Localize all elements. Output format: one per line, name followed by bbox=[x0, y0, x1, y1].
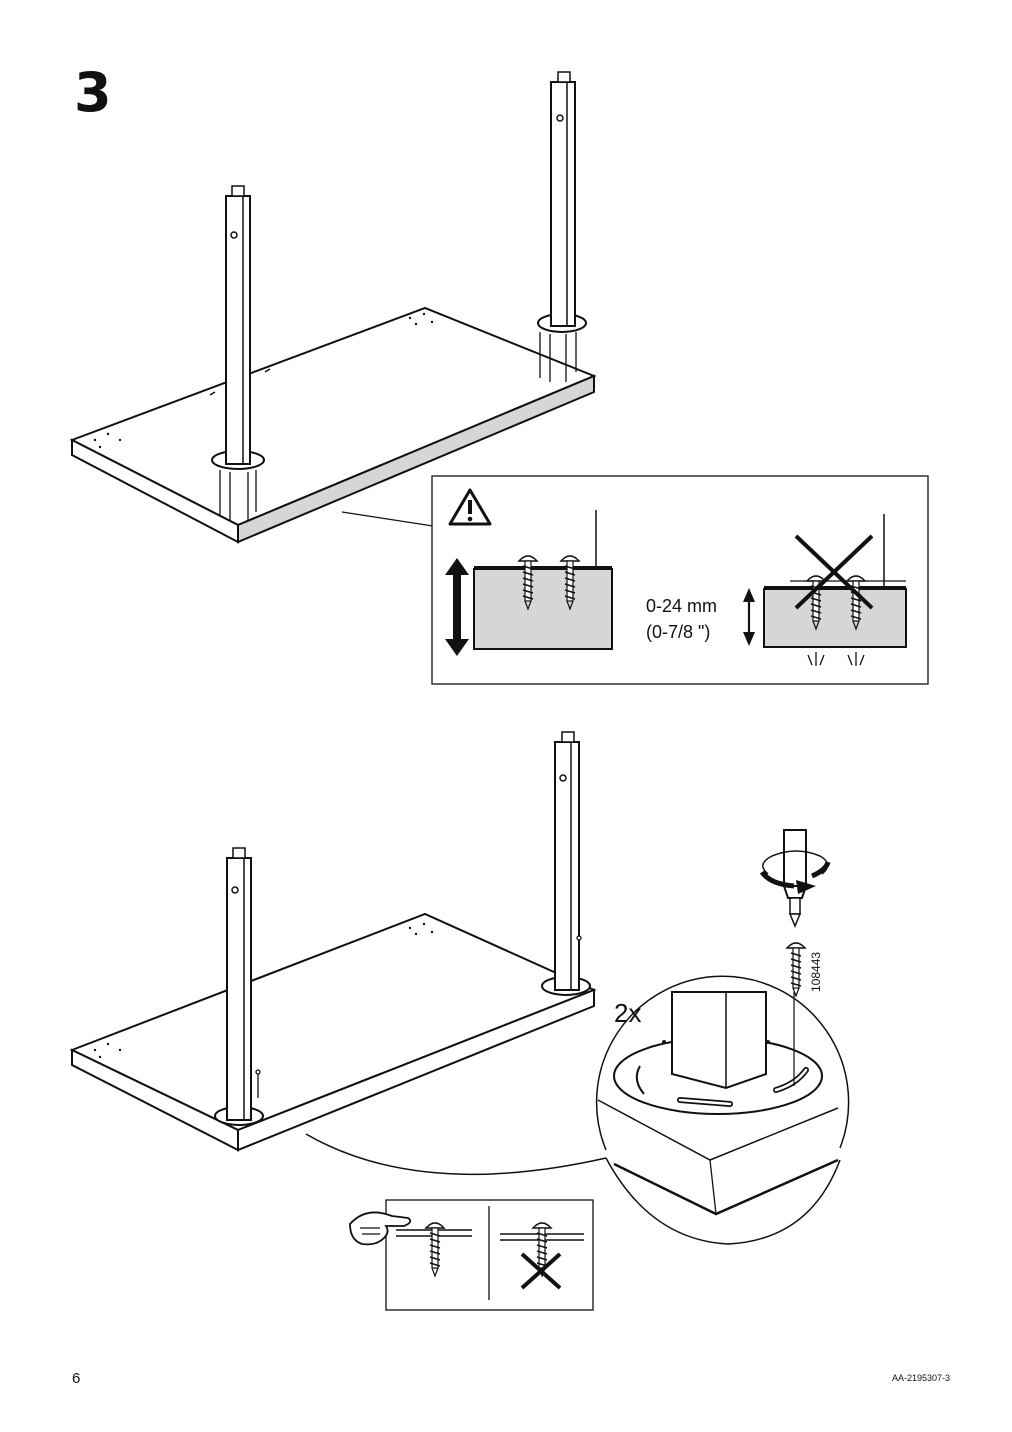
tabletop-bottom-scene bbox=[69, 731, 607, 1176]
flush-screw-correct bbox=[349, 1211, 472, 1277]
double-arrow-icon bbox=[743, 588, 755, 646]
depth-range-mm: 0-24 mm bbox=[646, 596, 717, 616]
double-arrow-icon bbox=[445, 558, 469, 656]
depth-range-inch: (0-7/8 ") bbox=[646, 622, 710, 642]
tabletop-top-scene bbox=[69, 71, 597, 552]
warning-triangle-icon bbox=[448, 488, 492, 526]
page-number: 6 bbox=[72, 1370, 81, 1387]
correct-depth-diagram bbox=[445, 510, 613, 656]
cross-mark-icon bbox=[520, 1252, 562, 1290]
document-code: AA-2195307-3 bbox=[891, 1373, 950, 1383]
table-leg-left bbox=[214, 847, 264, 1126]
screwdriver-icon bbox=[782, 829, 808, 928]
screw-quantity: 2x bbox=[614, 998, 641, 1028]
screw-icon bbox=[786, 942, 806, 997]
table-leg-right bbox=[541, 731, 591, 996]
table-leg-left bbox=[211, 185, 265, 520]
flush-screw-incorrect bbox=[500, 1222, 584, 1290]
step-number: 3 bbox=[74, 61, 112, 124]
rotate-clockwise-icon bbox=[759, 850, 831, 894]
table-leg-right bbox=[537, 71, 587, 382]
flush-screw-callout bbox=[349, 1199, 594, 1311]
depth-warning-callout: 0-24 mm (0-7/8 ") bbox=[431, 475, 929, 685]
cross-mark-icon bbox=[794, 534, 874, 610]
screw-part-number: 108443 bbox=[809, 952, 823, 992]
screw-detail: 2x bbox=[595, 829, 850, 1245]
incorrect-depth-diagram bbox=[763, 514, 907, 666]
pointing-hand-icon bbox=[349, 1211, 412, 1246]
